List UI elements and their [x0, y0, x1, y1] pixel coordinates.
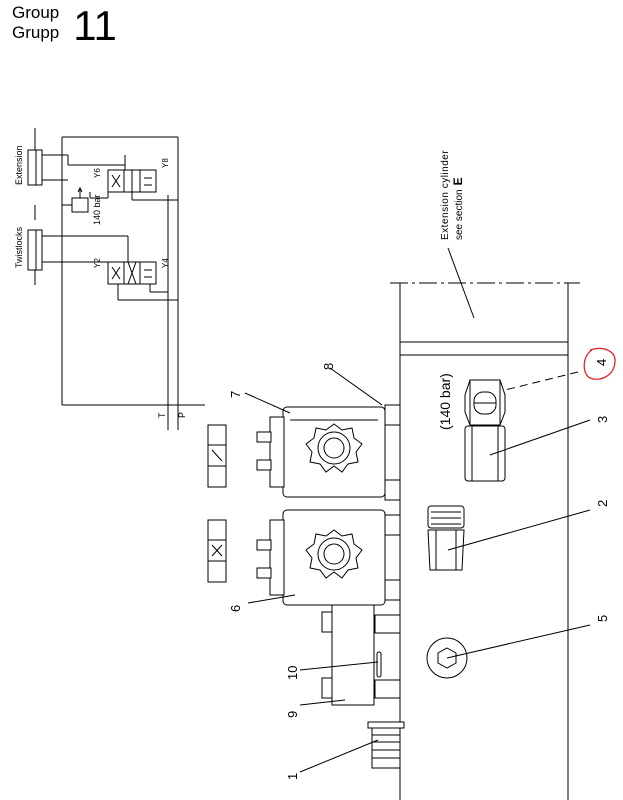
- extension-valve-symbol: [89, 165, 178, 201]
- hex-plug-5: [426, 637, 468, 679]
- valve-block: [390, 282, 580, 800]
- pressure-label: 140 bar: [92, 194, 102, 225]
- relief-valve-symbol: [62, 186, 89, 213]
- twistlocks-label: Twistlocks: [14, 226, 24, 268]
- coil-mount-pins: [374, 404, 401, 699]
- callout-3: 3: [595, 416, 610, 423]
- annotation-section: E: [451, 177, 465, 185]
- twistlocks-cylinder-symbol: [27, 229, 129, 271]
- page-header: Group Grupp 11: [12, 3, 117, 47]
- solenoid-y2-label: Y2: [93, 258, 102, 268]
- callout-9: 9: [285, 711, 300, 718]
- port-p-label: P: [177, 412, 187, 418]
- callout-6: 6: [228, 605, 243, 612]
- solenoid-coil-7: [256, 406, 386, 498]
- callout-7: 7: [228, 391, 243, 398]
- coil-valve-symbols: [207, 424, 227, 583]
- callout-10: 10: [285, 666, 300, 680]
- annotation-line2: see section E: [451, 177, 465, 240]
- extension-cylinder-symbol: [27, 149, 126, 186]
- port-t-label: T: [157, 412, 167, 418]
- callout-4: 4: [594, 359, 609, 366]
- markup-circle: [583, 347, 616, 380]
- callout-leaders: [244, 367, 591, 773]
- callout-1: 1: [285, 773, 300, 780]
- hydraulic-schematic: [27, 128, 205, 430]
- solenoid-coil-6: [256, 509, 386, 606]
- housing-9: [321, 604, 382, 706]
- extension-cylinder-annotation: Extension cylinder see section E: [440, 150, 475, 319]
- solenoid-y4-label: Y4: [161, 258, 170, 268]
- group-number: 11: [73, 2, 117, 49]
- valve-pressure-note: (140 bar): [437, 373, 453, 430]
- annotation-line1: Extension cylinder: [440, 150, 451, 240]
- callout-2: 2: [595, 500, 610, 507]
- twistlocks-valve-symbol: [107, 261, 178, 301]
- grupp-label: Grupp: [12, 23, 60, 42]
- solenoid-y8-label: Y8: [161, 158, 170, 168]
- group-labels: Group Grupp: [12, 3, 59, 43]
- relief-cartridge: [464, 379, 506, 426]
- plug-2: [427, 505, 465, 571]
- solenoid-y6-label: Y6: [93, 168, 102, 178]
- callout-8: 8: [321, 363, 336, 370]
- group-label: Group: [12, 3, 60, 22]
- extension-label: Extension: [14, 145, 24, 185]
- annotation-prefix: see section: [454, 189, 465, 240]
- callout-5: 5: [595, 615, 610, 622]
- fitting-1: [367, 721, 405, 769]
- fitting-3: [464, 425, 506, 482]
